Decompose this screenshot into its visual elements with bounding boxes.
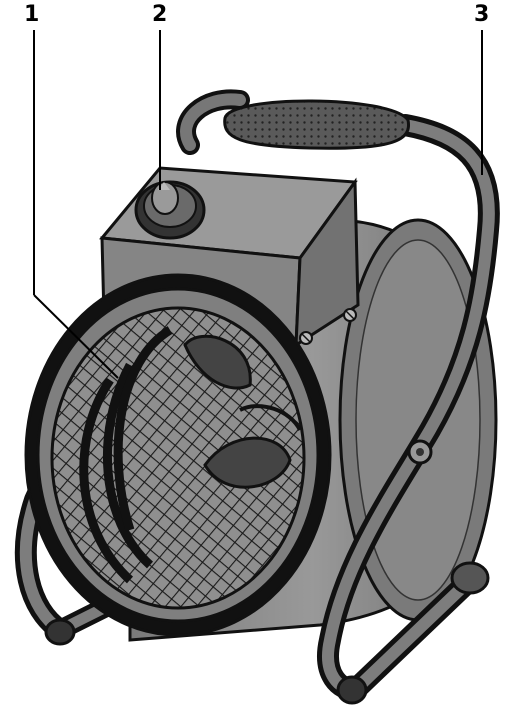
callout-label-1: 1 [24,4,39,26]
callout-label-3: 3 [474,4,489,26]
front-grille [26,275,330,635]
callout-label-2: 2 [152,4,167,26]
handle-grip [225,101,409,148]
thermostat-knob [136,182,204,238]
screw-icon [344,309,356,321]
screw-icon [300,332,312,344]
pivot-bolt-icon [409,441,431,463]
